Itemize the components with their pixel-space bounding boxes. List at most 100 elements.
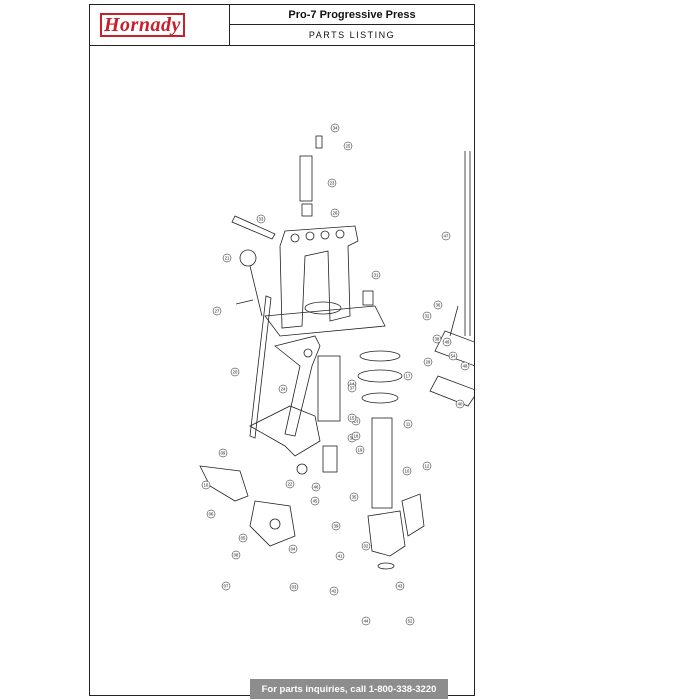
drawing-part	[305, 231, 315, 241]
callout	[335, 551, 345, 561]
callout-label: 13	[354, 419, 359, 424]
callout	[347, 383, 357, 393]
callout	[361, 616, 371, 626]
callout-label: 17	[406, 374, 411, 379]
callout	[310, 496, 320, 506]
callout-label: 22	[288, 482, 293, 487]
callout	[351, 431, 361, 441]
header: Hornady Pro-7 Progressive Press PARTS LI…	[90, 5, 474, 46]
callout-label: 24	[281, 387, 286, 392]
callout-label: 04	[291, 547, 296, 552]
drawing-part	[299, 155, 313, 202]
callout-label: 31	[374, 273, 379, 278]
callout-label: 37	[350, 386, 355, 391]
callout-label: 15	[350, 416, 355, 421]
callout	[330, 208, 340, 218]
callout	[402, 466, 412, 476]
callout-label: 26	[333, 211, 338, 216]
document-title: Pro-7 Progressive Press	[230, 5, 474, 25]
drawing-part	[359, 350, 401, 362]
parts-sheet: Hornady Pro-7 Progressive Press PARTS LI…	[89, 4, 475, 699]
callout	[331, 521, 341, 531]
drawing-part	[239, 249, 257, 267]
callout	[289, 582, 299, 592]
callout-label: 33	[259, 217, 264, 222]
callout	[460, 361, 470, 371]
callout	[433, 300, 443, 310]
callout	[403, 419, 413, 429]
callout-label: 07	[224, 584, 229, 589]
callout-label: 09	[221, 451, 226, 456]
callout-label: 10	[405, 469, 410, 474]
callout-label: 06	[209, 512, 214, 517]
callout	[455, 399, 465, 409]
drawing-part	[362, 290, 374, 306]
callout-label: 36	[436, 303, 441, 308]
drawing-part	[235, 299, 254, 305]
callout	[327, 178, 337, 188]
callout	[230, 367, 240, 377]
drawing-part	[279, 225, 359, 329]
callout	[343, 141, 353, 151]
callout	[218, 448, 228, 458]
callout	[329, 586, 339, 596]
callout	[288, 544, 298, 554]
callout-label: 25	[346, 144, 351, 149]
drawing-part	[367, 510, 406, 557]
callout-label: 23	[330, 181, 335, 186]
callout	[222, 253, 232, 263]
callout	[422, 311, 432, 321]
callout-label: 38	[435, 337, 440, 342]
drawing-part	[361, 392, 399, 404]
drawing-part	[449, 305, 459, 337]
callout-label: 39	[334, 524, 339, 529]
callout	[349, 492, 359, 502]
callout-label: 35	[352, 495, 357, 500]
callout-label: 19	[358, 448, 363, 453]
callout	[441, 231, 451, 241]
callout	[311, 482, 321, 492]
callout	[423, 357, 433, 367]
drawing-part	[249, 405, 321, 457]
callout	[278, 384, 288, 394]
callout	[403, 371, 413, 381]
drawing-part	[301, 203, 313, 217]
drawing-part	[320, 230, 330, 240]
callout-label: 12	[425, 464, 430, 469]
drawing-part	[231, 215, 276, 240]
callout	[347, 413, 357, 423]
callout	[422, 461, 432, 471]
callout-label: 03	[292, 585, 297, 590]
brand-logo: Hornady	[100, 13, 186, 37]
callout	[206, 509, 216, 519]
callout	[231, 550, 241, 560]
callout	[432, 334, 442, 344]
callout-label: 16	[204, 483, 209, 488]
callout	[212, 306, 222, 316]
callout	[201, 480, 211, 490]
drawing-part	[249, 295, 272, 439]
document-subtitle: PARTS LISTING	[308, 30, 396, 40]
callout	[285, 479, 295, 489]
callout-label: 48	[463, 364, 468, 369]
callout-labels: 34 25 23 26 33 31 21 27 20 36 30 24 22	[201, 123, 470, 626]
exploded-parts-diagram: 34 25 23 26 33 31 21 27 20 36 30 24 22	[199, 123, 474, 626]
drawing-part	[269, 518, 281, 530]
callout	[355, 445, 365, 455]
callout-label: 05	[241, 536, 246, 541]
parts-inquiry-footer: For parts inquiries, call 1-800-338-3220	[250, 679, 448, 699]
drawing-part	[357, 369, 403, 383]
callout-label: 54	[451, 354, 456, 359]
drawing-part	[264, 305, 386, 337]
drawing-part	[335, 229, 345, 239]
callout-label: 11	[406, 422, 411, 427]
callout-label: 44	[364, 619, 369, 624]
callout	[405, 616, 415, 626]
callout-label: 41	[338, 554, 343, 559]
drawing-part	[371, 417, 393, 509]
drawing-part	[296, 463, 308, 475]
drawing-part	[303, 348, 313, 358]
drawing-part	[401, 493, 425, 537]
callout-label: 46	[314, 485, 319, 490]
drawing-part	[249, 500, 296, 547]
